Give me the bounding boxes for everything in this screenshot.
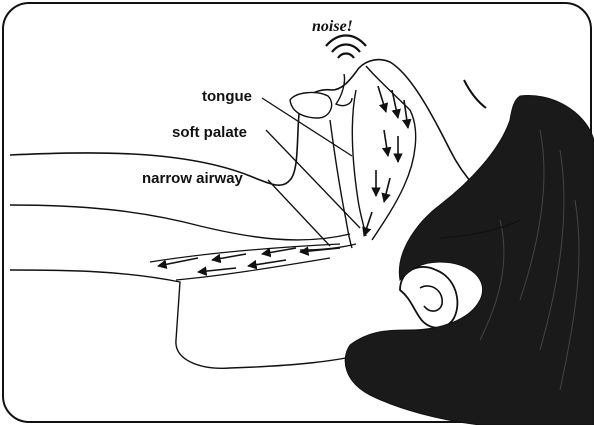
tongue-label: tongue — [202, 88, 252, 105]
airflow-arrows-nasal — [364, 86, 408, 236]
narrow-airway-leader — [268, 180, 330, 246]
soft-palate-leader — [266, 130, 360, 228]
hair — [345, 95, 594, 425]
airway-wall — [330, 120, 352, 248]
chest-outline — [10, 270, 380, 368]
tongue-shape — [290, 93, 332, 118]
nasal-cavity — [366, 66, 416, 240]
narrow-airway-label: narrow airway — [142, 170, 243, 187]
ear — [400, 267, 457, 328]
noise-label: noise! — [312, 18, 353, 36]
soft-palate-shape — [352, 90, 366, 236]
throat-lower-outline — [10, 205, 350, 240]
soft-palate-label: soft palate — [172, 124, 247, 141]
airflow-arrows-trachea — [158, 248, 340, 272]
eye — [464, 80, 486, 108]
noise-waves-icon — [326, 36, 366, 59]
trachea-wall — [150, 244, 340, 262]
trachea-wall-lower — [176, 258, 330, 280]
